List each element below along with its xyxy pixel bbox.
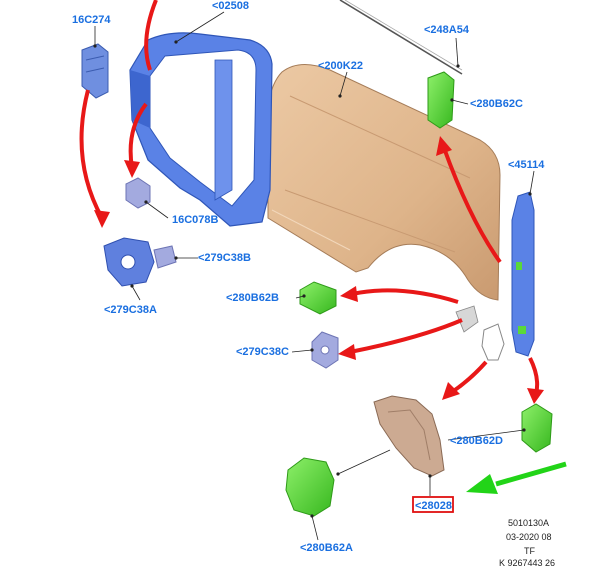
red-arrow-head xyxy=(436,136,452,156)
leader-dot xyxy=(428,474,432,478)
red-arrow-head xyxy=(442,382,460,400)
leader-line xyxy=(447,429,525,441)
label-280b62a[interactable]: <280B62A xyxy=(300,542,353,554)
bracket-279c38b-part[interactable] xyxy=(153,245,177,269)
leader-dot xyxy=(336,472,340,476)
leader-dot xyxy=(456,64,460,68)
leader-dot xyxy=(310,514,314,518)
green-pointer-arrow xyxy=(466,461,567,494)
leader-line xyxy=(175,11,225,43)
body-frame-part[interactable] xyxy=(129,32,273,227)
bracket-16c274-part[interactable] xyxy=(81,43,109,99)
leader-line xyxy=(131,285,141,301)
leader-line xyxy=(529,170,535,195)
liner-280b62c-part[interactable] xyxy=(427,71,455,129)
highlight-box xyxy=(412,496,454,513)
red-arrow-head xyxy=(124,160,140,178)
label-16c274[interactable]: 16C274 xyxy=(72,14,111,26)
red-arrow-head xyxy=(94,210,110,228)
label-280b62d[interactable]: <280B62D xyxy=(450,435,503,447)
label-279c38a[interactable]: <279C38A xyxy=(104,304,157,316)
leader-dot xyxy=(310,348,314,352)
label-248a54[interactable]: <248A54 xyxy=(424,24,470,36)
red-arrow-head xyxy=(340,286,358,302)
leader-dot xyxy=(174,40,178,44)
bracket-279c38c-part[interactable] xyxy=(311,331,339,369)
leader-line xyxy=(145,201,169,219)
leader-dot xyxy=(522,428,526,432)
red-arrow-shaft xyxy=(144,0,158,71)
leader-dot xyxy=(338,94,342,98)
figure-code: TF xyxy=(524,546,535,556)
liner-280b62b-part[interactable] xyxy=(299,281,337,315)
side-panel-part[interactable] xyxy=(267,64,501,301)
label-279c38b[interactable]: <279C38B xyxy=(198,252,251,264)
red-arrows xyxy=(79,0,544,404)
label-45114[interactable]: <45114 xyxy=(508,159,545,171)
leader-line xyxy=(339,71,348,97)
red-arrow-shaft xyxy=(450,360,488,394)
red-arrow-shaft xyxy=(442,147,502,264)
liner-280b62d-part[interactable] xyxy=(521,403,553,453)
label-02508[interactable]: <02508 xyxy=(212,0,249,12)
leader-line xyxy=(311,515,319,541)
leader-dot xyxy=(93,44,97,48)
red-arrow-shaft xyxy=(351,288,459,304)
leader-line xyxy=(451,99,469,105)
c-pillar-part[interactable] xyxy=(511,191,535,357)
label-28028[interactable]: <28028 xyxy=(415,500,452,512)
leader-dot xyxy=(528,192,532,196)
red-arrow-head xyxy=(338,344,356,360)
label-280b62b[interactable]: <280B62B xyxy=(226,292,279,304)
red-arrow-shaft xyxy=(79,89,104,219)
red-arrow-head xyxy=(527,388,544,404)
leader-line xyxy=(455,37,459,67)
leader-line xyxy=(337,449,391,475)
label-280b62c[interactable]: <280B62C xyxy=(470,98,523,110)
label-200k22[interactable]: <200K22 xyxy=(318,60,363,72)
leader-line xyxy=(291,349,313,353)
bracket-16c078b-part[interactable] xyxy=(125,177,151,209)
leader-dot xyxy=(450,98,454,102)
leader-dot xyxy=(130,284,134,288)
label-16c078b[interactable]: 16C078B xyxy=(172,214,219,226)
leader-dot xyxy=(174,256,178,260)
roof-rail xyxy=(339,0,463,75)
label-279c38c[interactable]: <279C38C xyxy=(236,346,289,358)
reinforcement-28028-part[interactable] xyxy=(373,395,445,477)
figure-number: 5010130A xyxy=(508,518,550,528)
bracket-279c38a-part[interactable] xyxy=(103,237,155,287)
leader-lines xyxy=(93,11,535,541)
figure-ref: K 9267443 26 xyxy=(499,558,556,568)
wheelarch-bracket-part[interactable] xyxy=(455,305,505,361)
part-labels: 16C274 <02508 <248A54 <200K22 <280B62C <… xyxy=(72,0,545,554)
leader-dot xyxy=(144,200,148,204)
figure-date: 03-2020 08 xyxy=(506,532,552,542)
red-arrow-shaft xyxy=(349,318,463,354)
liner-280b62a-part[interactable] xyxy=(285,457,335,517)
leader-dot xyxy=(302,294,306,298)
